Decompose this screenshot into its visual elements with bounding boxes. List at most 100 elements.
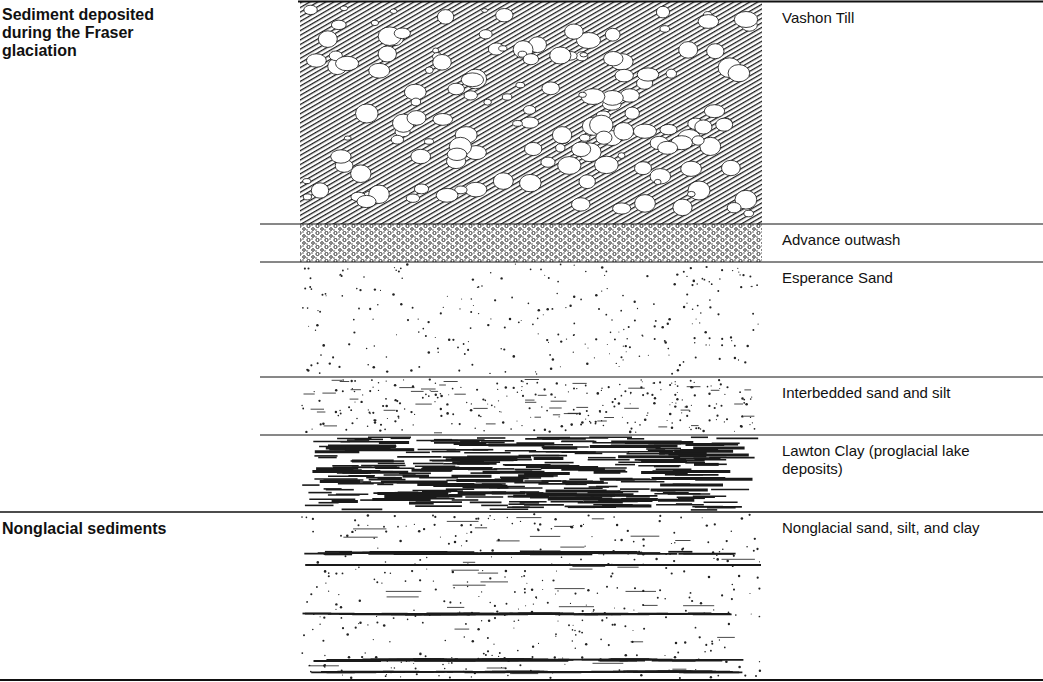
sand-dot [554,656,556,658]
sand-dot [355,569,356,570]
sand-dot [699,636,701,638]
sand-dot [434,401,435,402]
sand-dot [709,337,711,339]
silt-dash [516,517,541,518]
sand-dot [448,543,450,545]
silt-dash [694,463,719,466]
silt-dash [453,585,486,586]
sand-dot [511,557,512,558]
sand-dot [749,593,750,594]
sand-dot [426,557,427,558]
silt-dash [613,671,677,673]
sand-dot [524,588,526,590]
silt-dash [631,536,660,537]
sand-dot [521,380,523,382]
silt-dash [479,659,548,661]
pebble [734,12,757,28]
pebble [707,44,724,59]
sand-dot [483,653,485,655]
silt-dash [473,449,494,451]
pebble [336,56,359,70]
sand-dot [377,547,378,548]
sand-dot [319,311,321,313]
sand-dot [533,603,534,604]
sand-dot [655,320,657,322]
silt-dash [674,450,733,453]
sand-dot [614,539,616,541]
sand-dot [716,403,717,404]
sand-dot [490,318,491,319]
sand-dot [632,630,633,631]
sand-dot [302,307,304,309]
sand-dot [507,517,508,518]
sand-dot [679,677,681,679]
sand-dot [718,379,720,381]
sand-dot [461,545,462,546]
silt-dash [602,504,651,507]
sand-dot [740,425,742,427]
sand-dot [709,306,711,308]
sand-dot [711,643,713,645]
pebble [688,181,710,200]
sand-dot [485,654,487,656]
sand-dot [557,620,558,621]
sand-dot [346,534,349,537]
sand-dot [504,326,506,328]
sand-dot [328,575,330,577]
sand-dot [399,402,401,404]
sand-dot [317,362,319,364]
sand-dot [320,354,322,356]
silt-dash [332,500,358,503]
sand-dot [312,629,314,631]
sand-dot [394,515,396,517]
sand-dot [425,655,427,657]
sand-dot [524,570,526,572]
sand-dot [537,318,539,320]
sand-dot [425,335,427,337]
sand-dot [744,675,746,677]
sand-dot [639,355,641,357]
sand-dot [353,319,355,321]
silt-dash [626,591,657,592]
sand-dot [743,402,745,404]
silt-dash [711,390,720,391]
silt-dash [321,564,351,566]
sand-dot [524,592,526,594]
sand-dot [702,517,703,518]
silt-dash [387,596,419,597]
silt-dash [375,467,414,469]
sand-dot [646,392,648,394]
sand-dot [372,412,374,414]
sand-dot [609,353,610,354]
sand-dot [583,524,584,525]
sand-dot [550,393,552,395]
sand-dot [410,369,412,371]
sand-dot [416,673,418,675]
silt-dash [691,425,699,426]
pebble [356,104,379,123]
sand-dot [751,614,752,615]
pebble [552,127,571,144]
sand-dot [455,535,457,537]
sand-dot [413,424,414,425]
sand-dot [561,556,563,558]
sand-dot [657,597,659,599]
sand-dot [489,602,490,603]
sand-dot [686,415,688,417]
pebble [596,131,612,144]
layer-band: Vashon Till [300,2,1043,224]
silt-dash [594,471,621,474]
sand-dot [367,514,370,517]
sand-dot [748,514,750,516]
sand-dot [365,652,366,653]
sand-dot [348,656,351,659]
silt-dash [564,413,578,414]
sand-dot [306,516,308,518]
pebble [303,194,311,200]
sand-dot [452,413,454,415]
sand-dot [607,344,608,345]
sand-dot [654,338,656,340]
sand-dot [435,383,436,384]
sand-dot [728,611,730,613]
pebble [484,99,492,105]
